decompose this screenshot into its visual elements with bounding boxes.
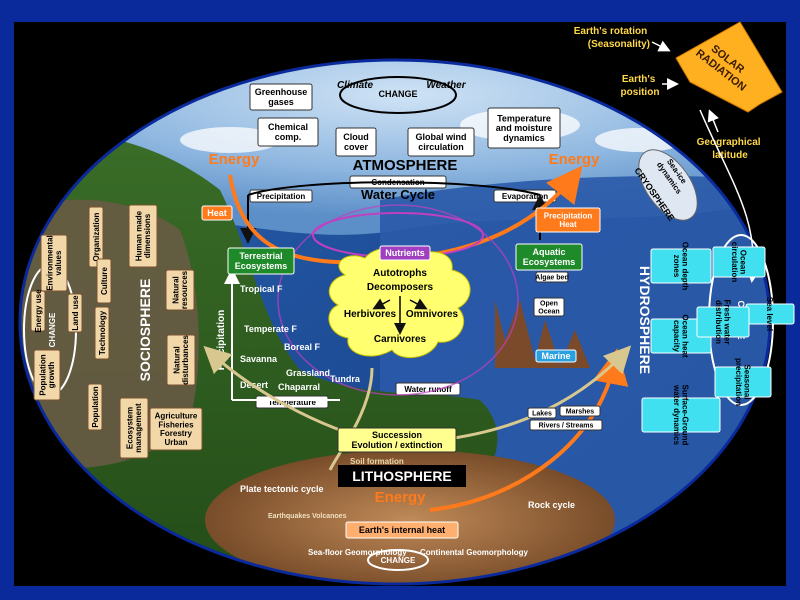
heat-left-box: Heat bbox=[202, 206, 232, 220]
population-box-text: Population bbox=[91, 386, 100, 427]
nutrients-box-text: Nutrients bbox=[385, 248, 425, 258]
ocean-depth-box: Ocean depthzones bbox=[651, 242, 711, 291]
technology-box: Technology bbox=[95, 307, 109, 359]
decomposers-label: Decomposers bbox=[367, 282, 434, 293]
human-dims-box: Human madedimensions bbox=[129, 205, 157, 267]
marshes-box: Marshes bbox=[560, 406, 600, 416]
carnivores-label: Carnivores bbox=[374, 334, 427, 345]
precip-heat-box: PrecipitationHeat bbox=[536, 208, 600, 232]
ecosystem-mgmt-box: Ecosystemmanagement bbox=[120, 398, 148, 458]
organization-box-text: Organization bbox=[92, 212, 101, 261]
lithosphere-change-label: CHANGE bbox=[381, 556, 416, 565]
plate-tectonic-label: Plate tectonic cycle bbox=[240, 484, 324, 494]
human-dims-box-text: Human madedimensions bbox=[134, 210, 152, 261]
lithosphere-energy-label: Energy bbox=[375, 489, 427, 506]
precipitation-box-text: Precipitation bbox=[257, 192, 306, 201]
climate-label: Climate bbox=[337, 80, 374, 91]
energy-use-box-text: Energy use bbox=[34, 289, 43, 333]
herbivores-label: Herbivores bbox=[344, 309, 397, 320]
autotrophs-label: Autotrophs bbox=[373, 268, 427, 279]
ocean-heat-box-text: Ocean heatcapacity bbox=[672, 314, 690, 357]
land-use-box: Land use bbox=[68, 294, 82, 332]
biome-tropical: Tropical F bbox=[240, 284, 283, 294]
nutrients-box: Nutrients bbox=[380, 246, 430, 260]
terrestrial-ecosystems-box-text: TerrestrialEcosystems bbox=[235, 251, 288, 271]
sociosphere-change-label: CHANGE bbox=[48, 312, 57, 347]
heat-left-box-text: Heat bbox=[207, 208, 227, 218]
continental-label: Continental Geomorphology bbox=[420, 548, 529, 557]
seafloor-label: Sea-floor Geomorphology bbox=[308, 548, 407, 557]
technology-box-text: Technology bbox=[98, 310, 107, 355]
marshes-box-text: Marshes bbox=[566, 408, 595, 415]
lakes-box: Lakes bbox=[528, 408, 556, 418]
energy-use-box: Energy use bbox=[31, 289, 45, 333]
natural-resources-box: Naturalresources bbox=[166, 270, 194, 310]
earth-heat-box: Earth's internal heat bbox=[346, 522, 458, 538]
culture-box-text: Culture bbox=[100, 266, 109, 295]
omnivores-label: Omnivores bbox=[406, 309, 459, 320]
biome-chaparral: Chaparral bbox=[278, 382, 320, 392]
food-web: Autotrophs Decomposers Herbivores Omnivo… bbox=[329, 248, 470, 357]
water-cycle-title: Water Cycle bbox=[361, 187, 435, 202]
earth-heat-box-text: Earth's internal heat bbox=[359, 525, 445, 535]
natural-disturbances-box: Naturaldisturbances bbox=[167, 335, 195, 385]
land-use-box-text: Land use bbox=[71, 295, 80, 331]
weather-label: Weather bbox=[426, 80, 466, 91]
organization-box: Organization bbox=[89, 207, 103, 267]
evaporation-box-text: Evaporation bbox=[502, 192, 548, 201]
env-values-box: Environmentalvalues bbox=[41, 235, 67, 291]
atmosphere-title: ATMOSPHERE bbox=[353, 157, 458, 174]
temperature-axis-box: Temperature bbox=[256, 396, 328, 408]
rivers-box-text: Rivers / Streams bbox=[539, 422, 594, 429]
biome-temperate: Temperate F bbox=[244, 324, 297, 334]
biome-boreal: Boreal F bbox=[284, 342, 321, 352]
ecosystem-mgmt-box-text: Ecosystemmanagement bbox=[125, 403, 143, 453]
earthquakes-label: Earthquakes Volcanoes bbox=[268, 513, 347, 520]
marine-box: Marine bbox=[536, 350, 576, 362]
sociosphere-title: SOCIOSPHERE bbox=[137, 279, 153, 382]
fresh-water-box-text: Fresh waterdistribution bbox=[714, 300, 732, 345]
population-box: Population bbox=[88, 384, 102, 430]
biome-grassland: Grassland bbox=[286, 368, 330, 378]
hydrosphere-title: HYDROSPHERE bbox=[637, 266, 653, 374]
biome-tundra: Tundra bbox=[330, 374, 361, 384]
pop-growth-box: Populationgrowth bbox=[34, 350, 60, 400]
marine-box-text: Marine bbox=[541, 351, 570, 361]
energy-right-label: Energy bbox=[549, 151, 601, 168]
energy-left-label: Energy bbox=[209, 151, 261, 168]
seasonal-precip-box-text: Seasonalprecipitation bbox=[734, 358, 752, 406]
biome-savanna: Savanna bbox=[240, 354, 278, 364]
rock-cycle-label: Rock cycle bbox=[528, 500, 575, 510]
rivers-box: Rivers / Streams bbox=[530, 420, 602, 430]
atmosphere-change-label: CHANGE bbox=[378, 89, 417, 99]
culture-box: Culture bbox=[97, 259, 111, 303]
lakes-box-text: Lakes bbox=[532, 410, 552, 417]
sea-level-box-text: Sea level bbox=[765, 297, 774, 331]
soil-formation-label: Soil formation bbox=[350, 457, 404, 466]
algae-bed-box-text: Algae bed bbox=[535, 274, 568, 281]
lithosphere-title: LITHOSPHERE bbox=[352, 468, 452, 484]
surface-ground-box-text: Surface-Groundwater dynamics bbox=[672, 384, 690, 446]
algae-bed-box: Algae bed bbox=[535, 272, 568, 282]
ocean-circulation-box: Oceancirculation bbox=[713, 242, 765, 283]
